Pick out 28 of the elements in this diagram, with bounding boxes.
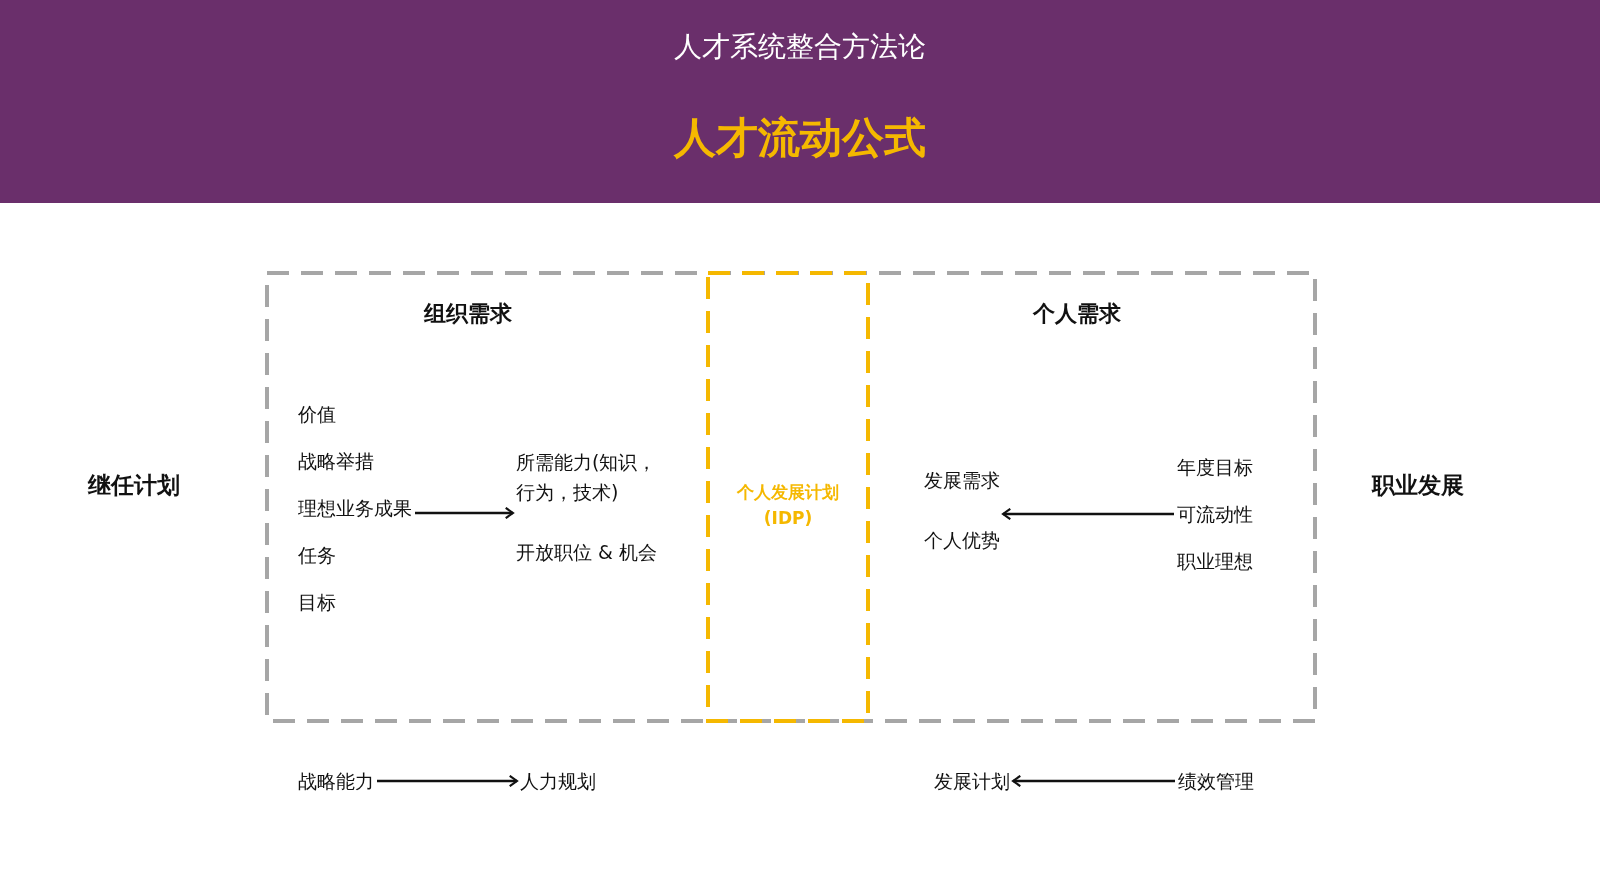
arrow: [377, 774, 519, 788]
list-item: 年度目标: [1177, 455, 1253, 480]
section-heading: 组织需求: [422, 300, 513, 328]
list-item: 价值: [298, 402, 337, 427]
list-item: 任务: [298, 543, 337, 568]
list-item: 可流动性: [1177, 502, 1253, 527]
list-item: 个人优势: [924, 528, 1000, 553]
arrow: [1011, 774, 1175, 788]
plan-label: 个人发展计划(IDP): [736, 481, 840, 530]
title: 人才流动公式: [672, 112, 927, 164]
list-item: 所需能力(知识，行为，技术): [516, 450, 658, 505]
list-item: 目标: [298, 590, 337, 615]
list-item: 人力规划: [520, 769, 596, 794]
list-item: 理想业务成果: [298, 496, 412, 521]
arrow: [415, 506, 515, 520]
subtitle: 人才系统整合方法论: [673, 29, 927, 65]
list-item: 发展计划: [934, 769, 1010, 794]
list-item: 战略能力: [298, 769, 374, 794]
section-heading: 个人需求: [1031, 300, 1122, 328]
list-item: 战略举措: [298, 449, 375, 474]
side-label: 职业发展: [1372, 471, 1464, 500]
arrow: [1001, 507, 1174, 521]
list-item: 绩效管理: [1178, 769, 1254, 794]
list-item: 发展需求: [924, 468, 1000, 493]
side-label: 继任计划: [88, 471, 180, 500]
list-item: 职业理想: [1177, 549, 1253, 574]
header-band: [0, 0, 1600, 203]
list-item: 开放职位 & 机会: [516, 540, 658, 565]
